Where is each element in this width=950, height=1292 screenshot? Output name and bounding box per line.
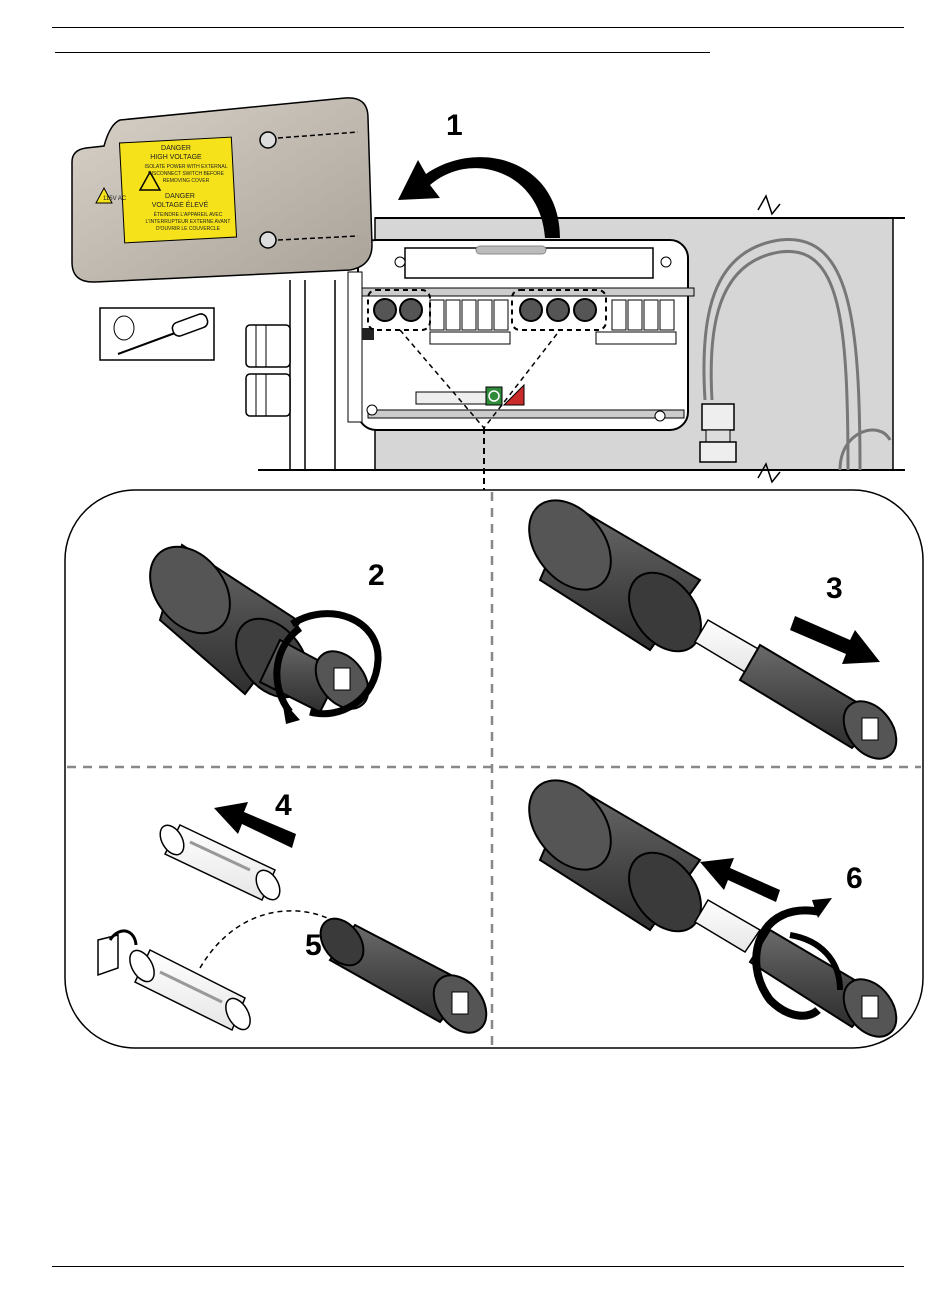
cable-glands xyxy=(246,325,290,416)
step-3-label: 3 xyxy=(826,572,843,605)
svg-text:HIGH VOLTAGE: HIGH VOLTAGE xyxy=(150,154,202,161)
svg-text:D'OUVRIR LE COUVERCLE: D'OUVRIR LE COUVERCLE xyxy=(156,226,221,232)
svg-text:DISCONNECT SWITCH BEFORE: DISCONNECT SWITCH BEFORE xyxy=(148,171,225,177)
step-6-label: 6 xyxy=(846,862,863,895)
step-5-label: 5 xyxy=(305,929,322,962)
step-4-label: 4 xyxy=(275,789,292,822)
terminal-panel xyxy=(348,240,694,430)
svg-text:L'INTERRUPTEUR EXTERNE AVANT: L'INTERRUPTEUR EXTERNE AVANT xyxy=(146,219,231,225)
svg-text:115V AC: 115V AC xyxy=(103,196,127,202)
svg-text:DANGER: DANGER xyxy=(165,193,195,200)
svg-text:REMOVING COVER: REMOVING COVER xyxy=(163,178,210,184)
svg-text:ÉTEINDRE L'APPAREIL AVEC: ÉTEINDRE L'APPAREIL AVEC xyxy=(154,211,223,218)
step-1-label: 1 xyxy=(446,109,463,142)
svg-text:ISOLATE POWER WITH EXTERNAL: ISOLATE POWER WITH EXTERNAL xyxy=(145,164,228,170)
step-2-label: 2 xyxy=(368,559,385,592)
screwdriver-icon xyxy=(100,308,214,360)
removed-cover xyxy=(72,98,372,282)
svg-text:VOLTAGE ÉLEVÉ: VOLTAGE ÉLEVÉ xyxy=(152,200,209,209)
svg-text:DANGER: DANGER xyxy=(161,145,191,152)
